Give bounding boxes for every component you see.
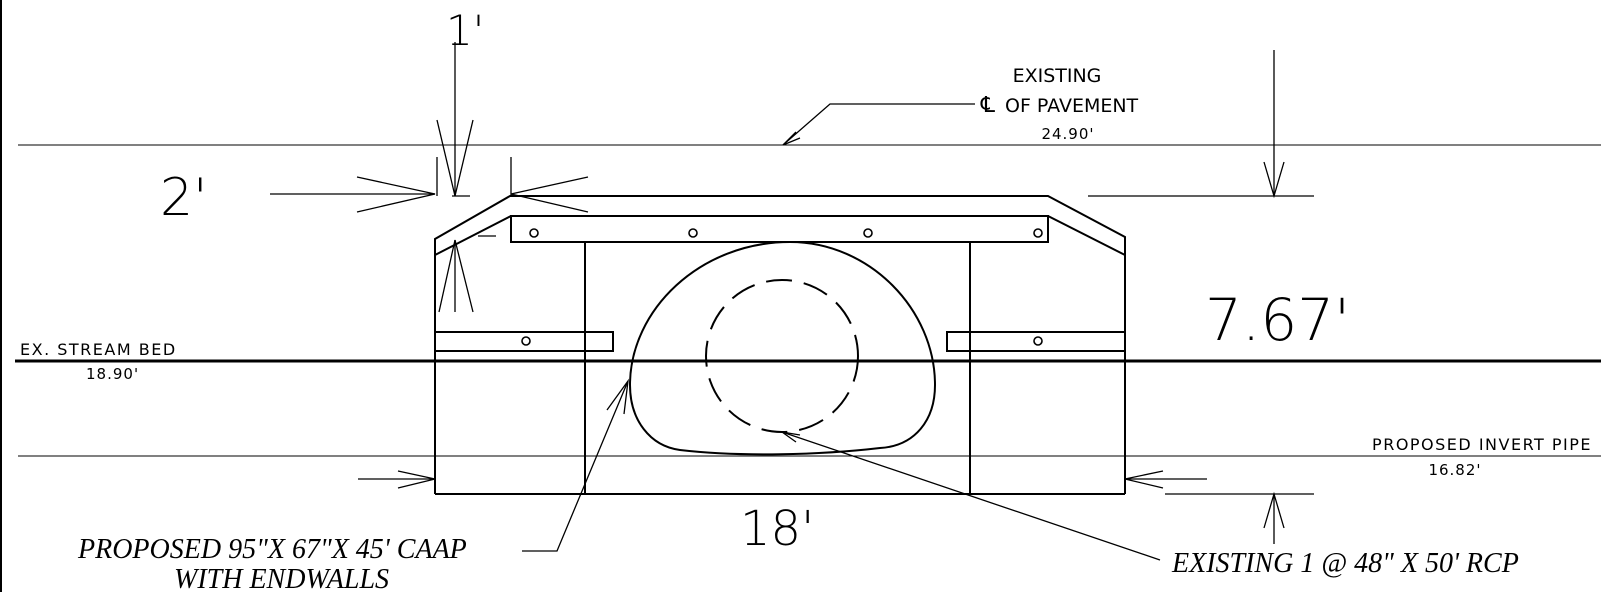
dim-headwall: 2' [160,168,207,228]
stream-bed-elevation: 18.90' [86,365,139,383]
annotations: EXISTING ℄ OF PAVEMENT 24.90' EX. STREAM… [20,6,1592,592]
invert-elevation: 16.82' [1428,461,1481,479]
pavement-label-line2: OF PAVEMENT [1005,95,1139,117]
dim-top-offset: 1' [446,6,484,55]
dim-width: 18' [740,501,814,557]
pavement-centerline-symbol: ℄ [980,93,996,118]
stream-bed-label: EX. STREAM BED [20,340,177,359]
dimension-lines [270,42,1314,561]
bolts [521,228,1043,346]
invert-label: PROPOSED INVERT PIPE [1372,435,1592,454]
culvert-structure [434,195,1126,495]
proposed-pipe-label-line1: PROPOSED 95"X 67"X 45' CAAP [77,534,467,565]
pavement-label-line1: EXISTING [1013,65,1102,87]
existing-pipe-label: EXISTING 1 @ 48" X 50' RCP [1171,548,1519,579]
proposed-pipe-label-line2: WITH ENDWALLS [174,564,389,592]
pavement-elevation: 24.90' [1041,125,1094,143]
dim-height: 7.67' [1205,286,1350,354]
existing-rcp-circle [705,279,859,433]
